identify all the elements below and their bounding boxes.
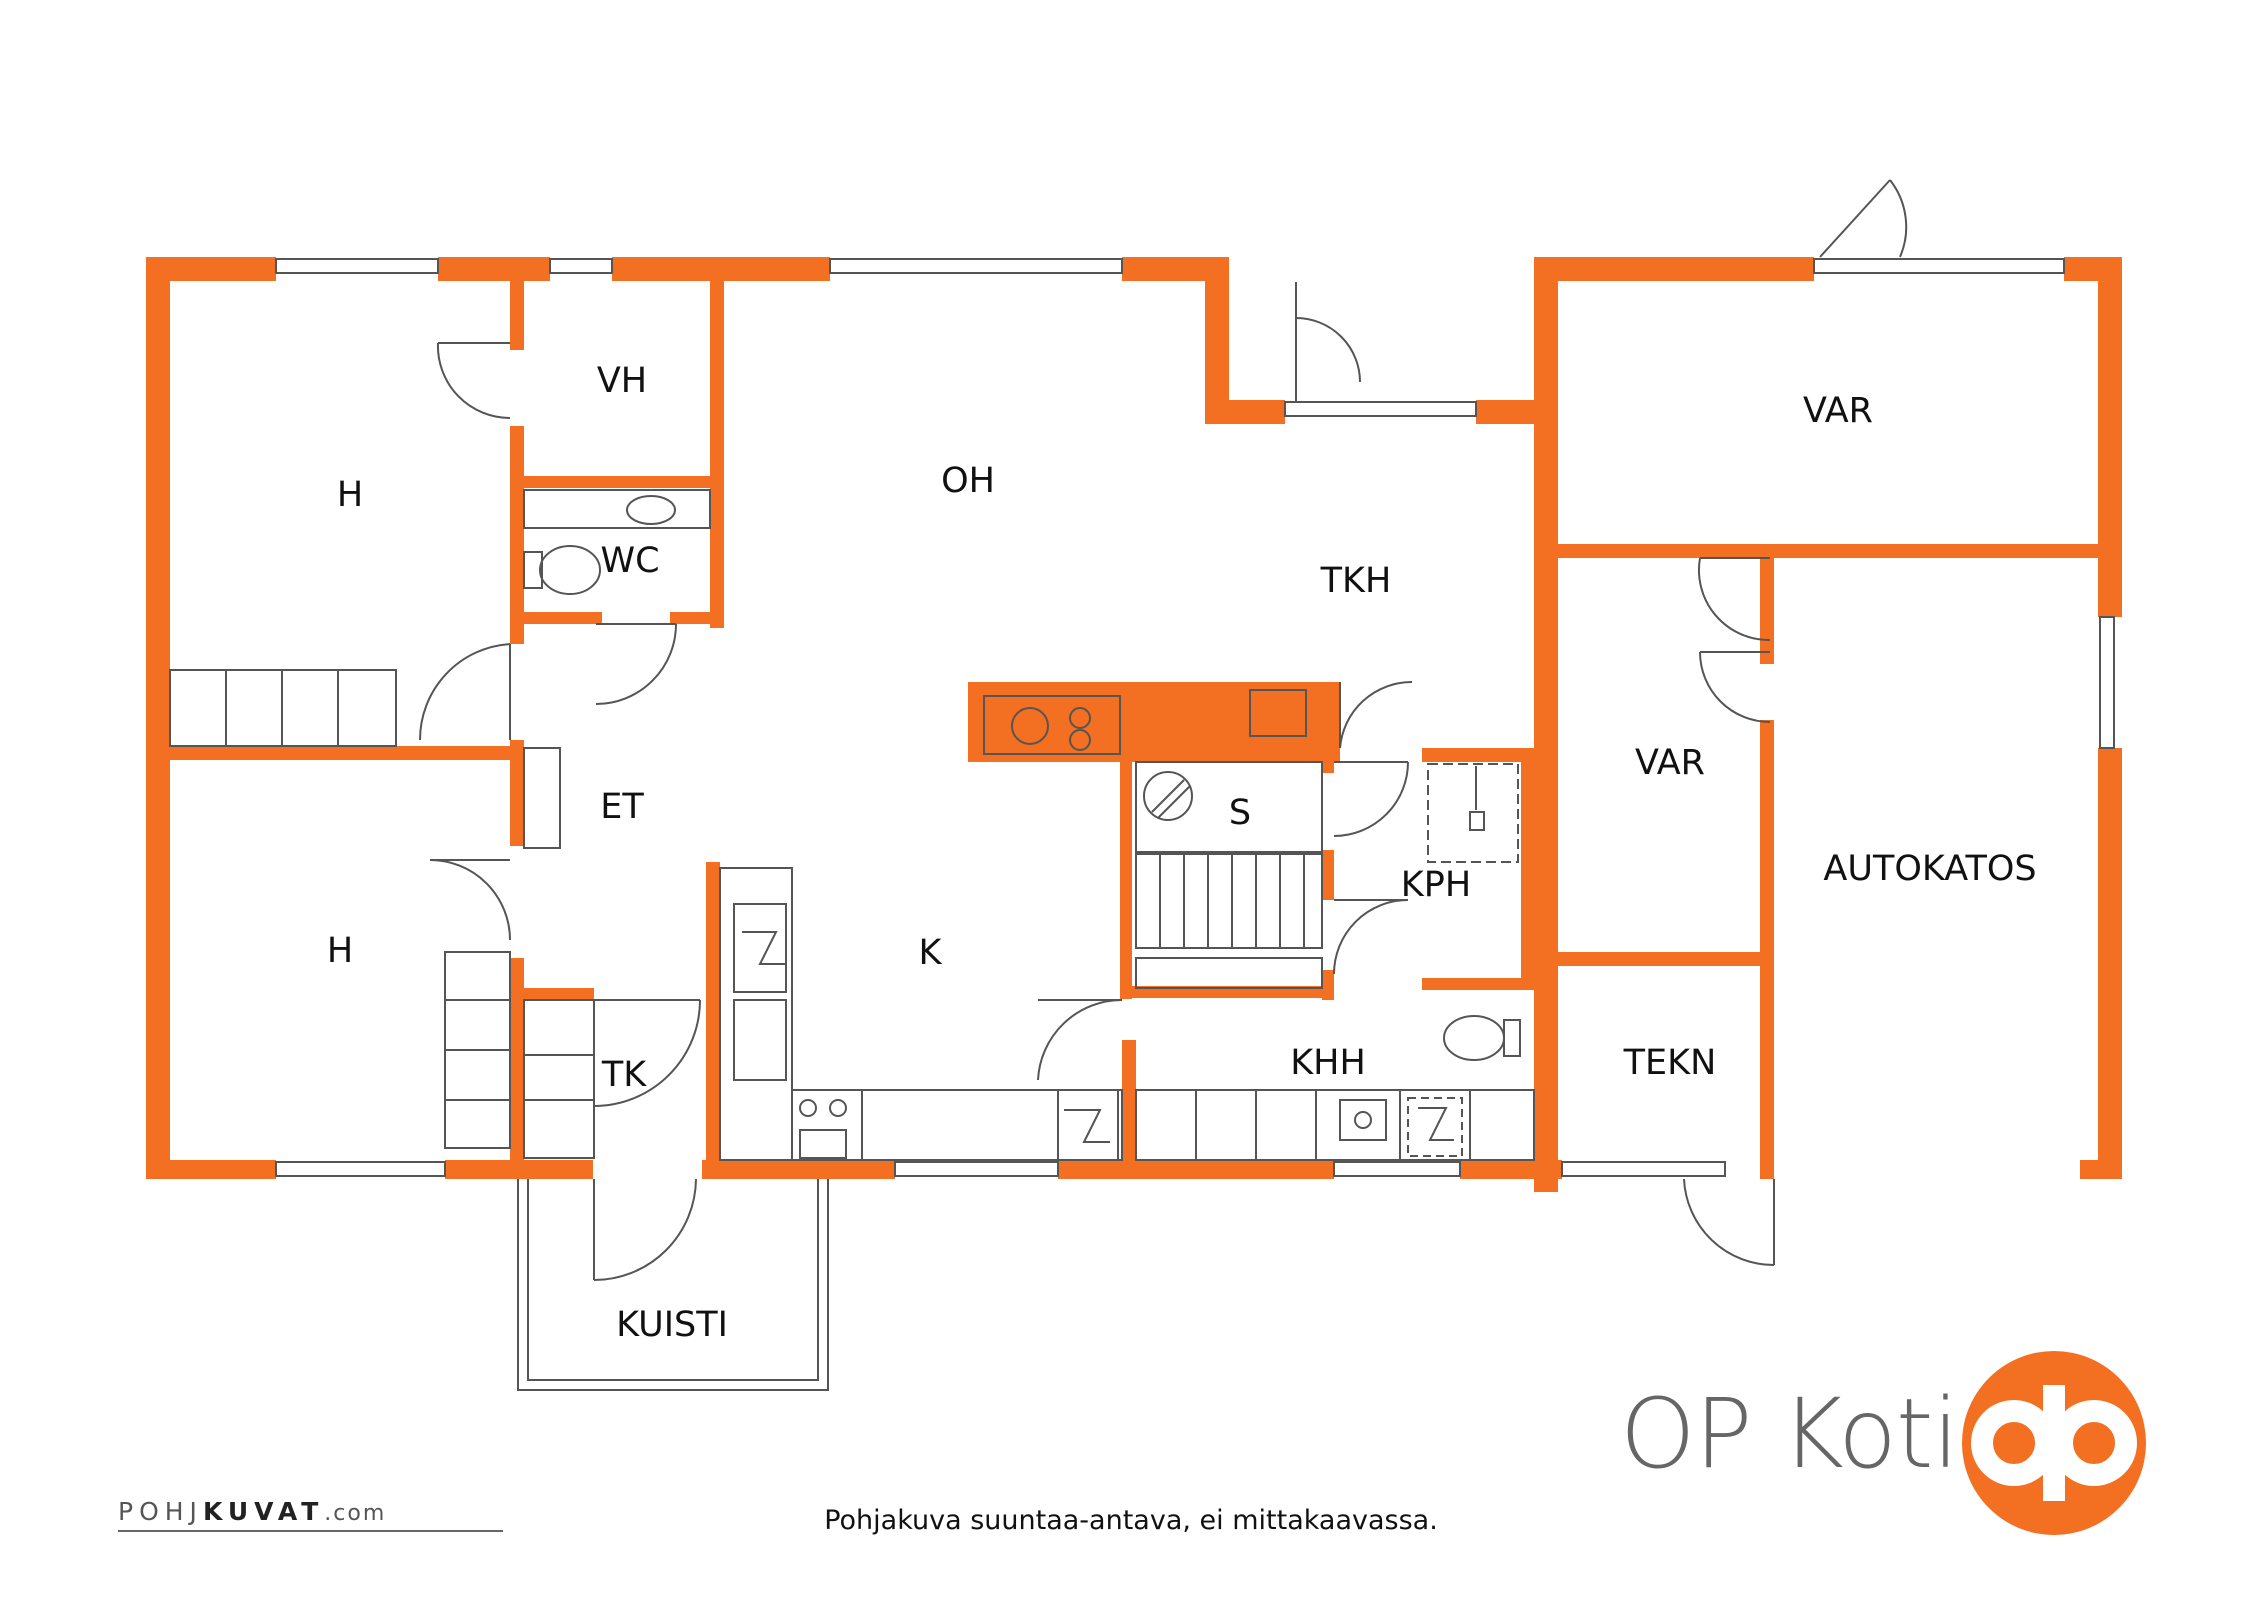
room-label-k: K bbox=[919, 933, 943, 973]
room-label-kph: KPH bbox=[1401, 865, 1471, 905]
room-label-vh: VH bbox=[597, 361, 647, 401]
room-label-h-top: H bbox=[337, 475, 363, 515]
room-labels: VH WC OH TKH VAR H ET S KPH VAR AUTOKATO… bbox=[327, 361, 2037, 1345]
room-label-tkh: TKH bbox=[1320, 561, 1392, 601]
op-logo-icon bbox=[1962, 1351, 2146, 1535]
brand-name: OP Koti bbox=[1620, 1378, 1959, 1490]
room-label-oh: OH bbox=[941, 461, 995, 501]
disclaimer-caption: Pohjakuva suuntaa-antava, ei mittakaavas… bbox=[824, 1505, 1438, 1536]
room-label-tekn: TEKN bbox=[1623, 1043, 1717, 1083]
room-label-h-bottom: H bbox=[327, 931, 353, 971]
credit-part-1: POHJ bbox=[118, 1497, 203, 1526]
credit-part-2: KUVAT bbox=[202, 1497, 325, 1526]
room-label-tk: TK bbox=[601, 1055, 647, 1095]
room-label-var-mid: VAR bbox=[1635, 743, 1705, 783]
room-label-kuisti: KUISTI bbox=[616, 1305, 728, 1345]
room-label-autokatos: AUTOKATOS bbox=[1823, 849, 2036, 889]
credit-underline bbox=[118, 1530, 503, 1532]
room-label-et: ET bbox=[600, 787, 644, 827]
room-label-s: S bbox=[1229, 793, 1251, 833]
room-label-khh: KHH bbox=[1290, 1043, 1366, 1083]
fixtures bbox=[169, 179, 2115, 1391]
room-label-var-top: VAR bbox=[1803, 391, 1873, 431]
credit-part-3: .com bbox=[324, 1501, 387, 1526]
pohjakuvat-logo: POHJKUVAT.com bbox=[118, 1497, 386, 1526]
room-label-wc: WC bbox=[600, 541, 659, 581]
